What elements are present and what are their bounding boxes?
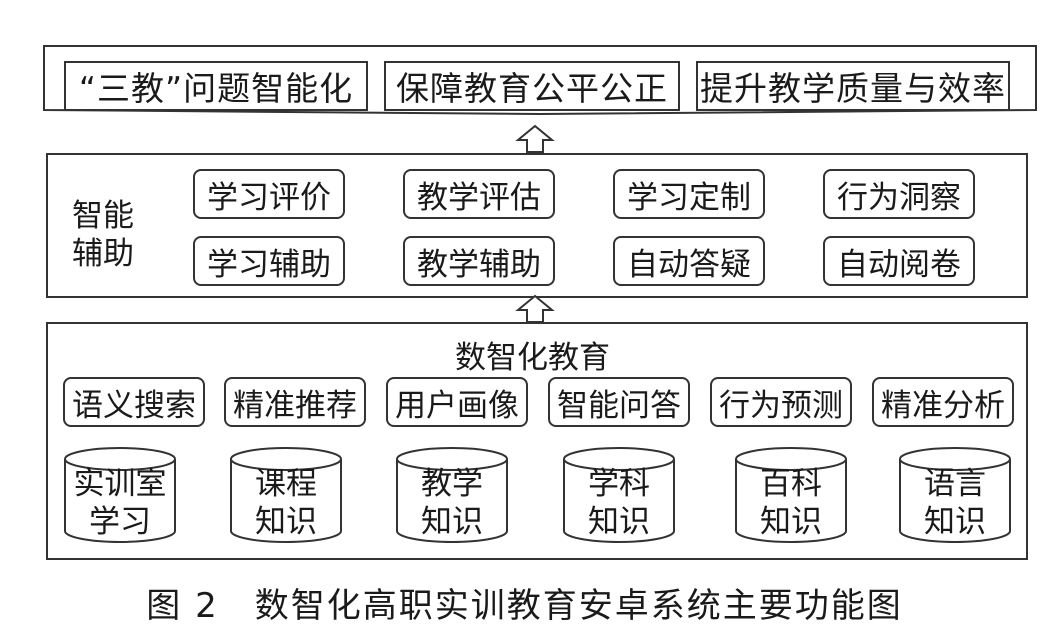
database-cylinder-icon bbox=[899, 447, 1011, 543]
assist-behavior-insight: 行为洞察 bbox=[823, 169, 975, 219]
database-subject-knowledge: 学科知识 bbox=[561, 445, 677, 545]
assist-title-line1: 智能 bbox=[72, 198, 134, 234]
database-cylinder-icon bbox=[396, 447, 508, 543]
function-user-profile: 用户画像 bbox=[386, 377, 528, 427]
database-label-line1: 学科 bbox=[588, 466, 650, 502]
database-language-knowledge: 语言知识 bbox=[897, 445, 1013, 545]
database-label-line2: 知识 bbox=[760, 504, 822, 540]
database-label-line2: 知识 bbox=[924, 504, 986, 540]
database-label-line1: 课程 bbox=[255, 466, 317, 502]
database-encyclopedia-knowledge: 百科知识 bbox=[733, 445, 849, 545]
database-label-line2: 知识 bbox=[588, 504, 650, 540]
function-behavior-predict: 行为预测 bbox=[710, 377, 852, 427]
function-semantic-search: 语义搜索 bbox=[63, 377, 205, 427]
up-arrow-icon bbox=[515, 124, 555, 153]
goal-education-fairness: 保障教育公平公正 bbox=[384, 61, 680, 111]
database-cylinder-icon bbox=[230, 447, 342, 543]
function-precise-analysis: 精准分析 bbox=[872, 377, 1014, 427]
database-label-line2: 学习 bbox=[89, 504, 151, 540]
database-lab-learning: 实训室学习 bbox=[62, 445, 178, 545]
database-cylinder-icon bbox=[735, 447, 847, 543]
assist-teaching-support: 教学辅助 bbox=[403, 236, 555, 286]
assist-teaching-assessment: 教学评估 bbox=[403, 169, 555, 219]
assist-auto-qa: 自动答疑 bbox=[613, 236, 765, 286]
digital-education-title: 数智化教育 bbox=[455, 340, 610, 376]
up-arrow-icon bbox=[515, 294, 555, 323]
figure-caption: 图 2 数智化高职实训教育安卓系统主要功能图 bbox=[146, 586, 903, 626]
database-label-line2: 知识 bbox=[421, 504, 483, 540]
database-label-line1: 教学 bbox=[421, 466, 483, 502]
assist-learning-evaluation: 学习评价 bbox=[193, 169, 345, 219]
assist-learning-customization: 学习定制 bbox=[613, 169, 765, 219]
database-label-line1: 百科 bbox=[760, 466, 822, 502]
goal-three-teach: “三教”问题智能化 bbox=[64, 61, 368, 111]
function-smart-qa: 智能问答 bbox=[548, 377, 690, 427]
assist-auto-grading: 自动阅卷 bbox=[823, 236, 975, 286]
database-label-line2: 知识 bbox=[255, 504, 317, 540]
database-course-knowledge: 课程知识 bbox=[228, 445, 344, 545]
database-label-line1: 语言 bbox=[924, 466, 986, 502]
database-teaching-knowledge: 教学知识 bbox=[394, 445, 510, 545]
digital-education-panel bbox=[46, 322, 1028, 560]
database-label-line1: 实训室 bbox=[73, 466, 167, 502]
assist-title-line2: 辅助 bbox=[72, 236, 134, 272]
database-cylinder-icon bbox=[64, 447, 176, 543]
goal-teaching-quality: 提升教学质量与效率 bbox=[696, 61, 1010, 111]
function-precise-recommend: 精准推荐 bbox=[224, 377, 366, 427]
database-cylinder-icon bbox=[563, 447, 675, 543]
assist-learning-support: 学习辅助 bbox=[193, 236, 345, 286]
